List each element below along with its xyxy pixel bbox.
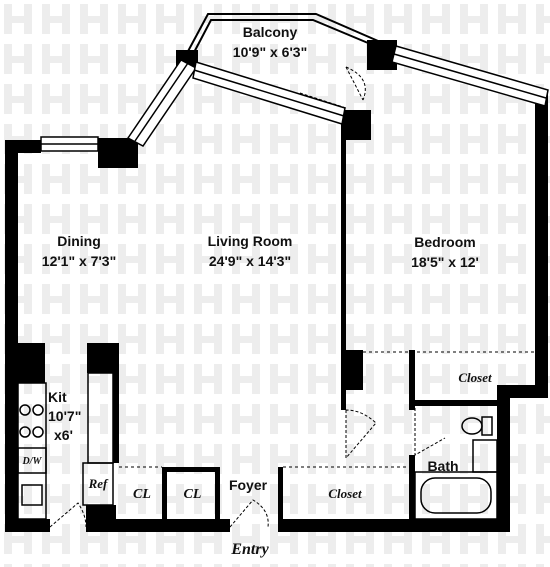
kitchen-label: Kit 10'7" x6' [48, 388, 88, 445]
dining-dims: 12'1" x 7'3" [41, 253, 117, 269]
kitchen-dims-1: 10'7" [48, 408, 82, 424]
walls [5, 40, 548, 532]
bath-label: Bath [418, 456, 468, 476]
closet-2-label: CL [183, 487, 202, 502]
doors [49, 66, 446, 528]
balcony-label: Balcony 10'9" x 6'3" [215, 22, 325, 62]
bath-name: Bath [427, 458, 459, 474]
foyer-label: Foyer [218, 475, 278, 495]
windows [40, 45, 549, 152]
kitchen-fixtures [17, 372, 114, 520]
foyer-name: Foyer [228, 477, 268, 493]
living-room-label: Living Room 24'9" x 14'3" [180, 231, 320, 271]
dishwasher-label: D/W [22, 456, 42, 467]
living-room-dims: 24'9" x 14'3" [208, 253, 292, 269]
dining-label: Dining 12'1" x 7'3" [24, 231, 134, 271]
closet-1-label: CL [133, 487, 151, 502]
dashed-partitions [119, 351, 535, 468]
bedroom-dims: 18'5" x 12' [411, 254, 479, 270]
balcony-outline [185, 13, 386, 61]
kitchen-dims-2: x6' [54, 427, 73, 443]
living-room-name: Living Room [207, 233, 293, 249]
bedroom-closet-label: Closet [458, 370, 492, 385]
bath-fixtures [414, 416, 498, 520]
entry-label: Entry [231, 541, 269, 558]
balcony-name: Balcony [242, 24, 298, 40]
balcony-dims: 10'9" x 6'3" [232, 44, 308, 60]
bedroom-name: Bedroom [414, 234, 476, 250]
dining-name: Dining [57, 233, 101, 249]
kitchen-name: Kit [48, 389, 67, 405]
foyer-closet-label: Closet [328, 486, 362, 501]
bedroom-label: Bedroom 18'5" x 12' [390, 232, 500, 272]
refrigerator-label: Ref [88, 476, 108, 491]
